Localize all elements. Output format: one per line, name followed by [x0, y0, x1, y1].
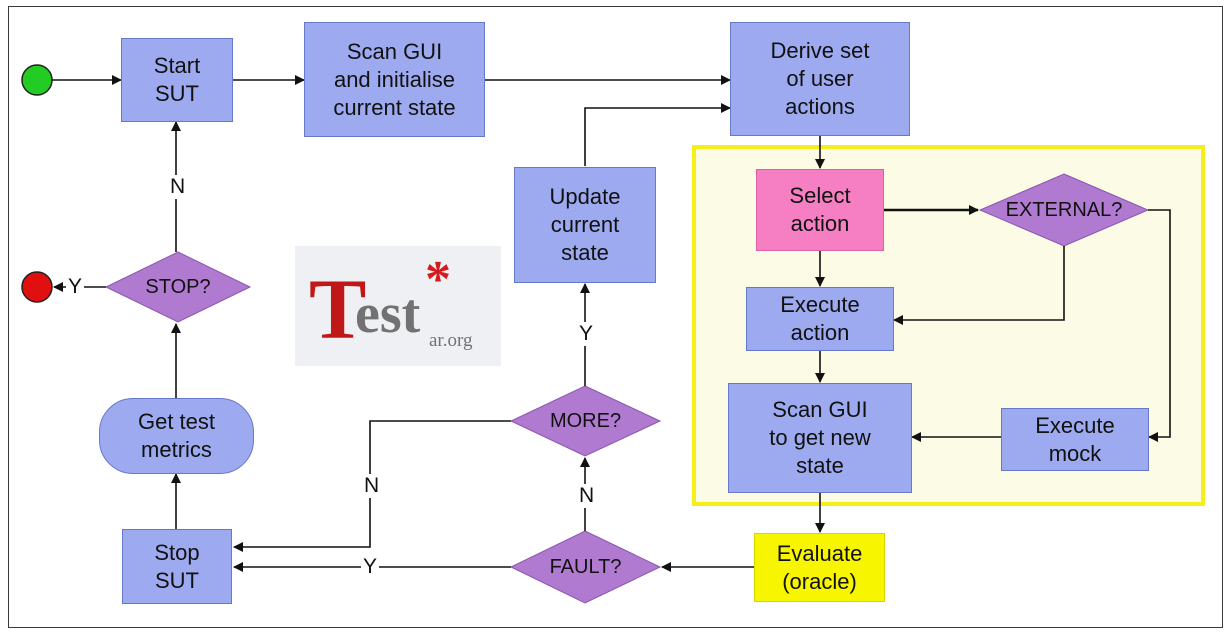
logo-star: *: [425, 251, 451, 308]
select-action-box: Select action: [756, 169, 884, 251]
fault-no-label: N: [577, 484, 597, 508]
stop-decision: [104, 251, 252, 323]
stop-yes-label: Y: [66, 275, 85, 299]
scan-gui-init-box: Scan GUI and initialise current state: [304, 22, 485, 137]
update-state-box: Update current state: [514, 167, 656, 283]
execute-action-box: Execute action: [746, 287, 894, 351]
stop-decision-label: STOP?: [145, 275, 211, 298]
more-yes-label: Y: [577, 322, 596, 346]
start-sut-box: Start SUT: [121, 38, 233, 122]
more-decision-label: MORE?: [549, 409, 622, 432]
start-node: [21, 64, 53, 96]
edge-update-to-derive: [584, 103, 731, 166]
fault-decision: [509, 530, 662, 604]
logo-domain: ar.org: [429, 330, 473, 351]
edge-external-to-execute: [893, 246, 1065, 325]
derive-actions-box: Derive set of user actions: [730, 22, 910, 136]
logo-rest: est: [355, 283, 421, 345]
evaluate-oracle-box: Evaluate (oracle): [754, 533, 885, 602]
end-node: [21, 271, 53, 303]
execute-mock-box: Execute mock: [1001, 408, 1149, 471]
more-no-label: N: [362, 474, 382, 498]
fault-decision-label: FAULT?: [549, 555, 622, 578]
external-decision-label: EXTERNAL?: [1005, 198, 1123, 221]
more-decision: [509, 385, 662, 457]
logo-big-letter: T: [309, 261, 367, 357]
fault-yes-label: Y: [361, 555, 380, 579]
edge-external-to-mock: [1148, 209, 1171, 442]
get-metrics-box: Get test metrics: [99, 398, 254, 474]
scan-gui-new-box: Scan GUI to get new state: [728, 383, 912, 493]
stop-no-label: N: [168, 175, 188, 199]
stop-sut-box: Stop SUT: [122, 529, 232, 604]
diagram-frame: [8, 6, 1223, 628]
testar-logo: T est * ar.org: [295, 246, 501, 366]
